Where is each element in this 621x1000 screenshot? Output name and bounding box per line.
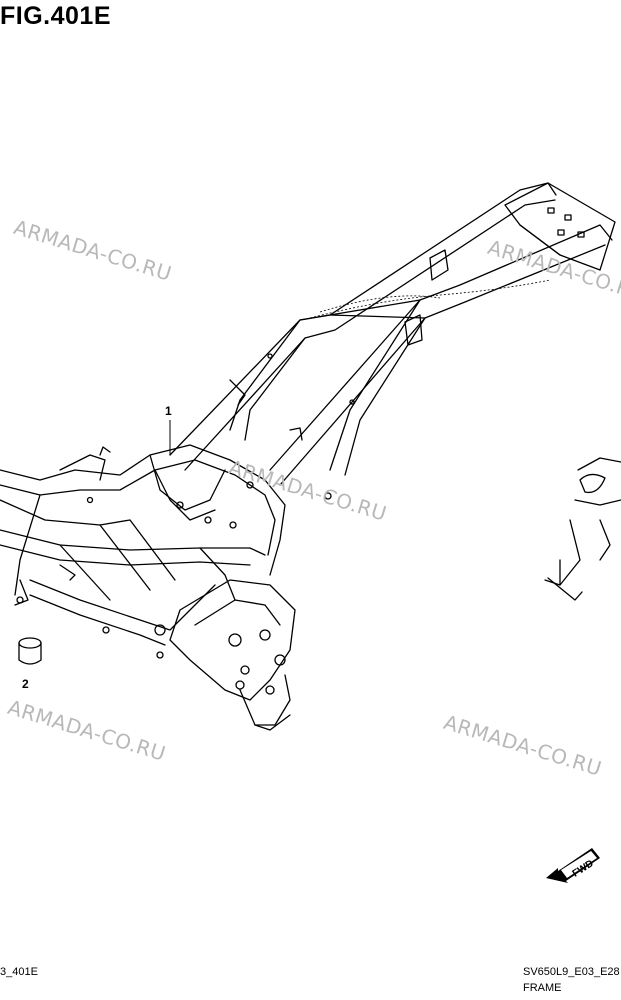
pivot-plate [169,579,296,701]
footer-left-code: 3_401E [0,966,38,978]
subframe-rail-upper-inner [184,199,556,471]
callout-label: 1 [165,404,172,418]
fwd-arrow-icon: FWD [544,840,602,889]
callout-label: 2 [22,677,29,691]
steering-head [577,457,621,471]
figure-title: FIG.401E [0,2,111,30]
subframe-rail-lower [269,224,613,471]
footer-right-code: SV650L9_E03_E28 [523,966,620,978]
subframe-rail-upper [169,182,557,456]
cross-tube [0,529,266,556]
footer-caption: FRAME [523,982,562,994]
bushing-part [18,637,42,665]
main-frame-loop [0,444,286,576]
subframe-rail-lower-inner [279,244,606,486]
